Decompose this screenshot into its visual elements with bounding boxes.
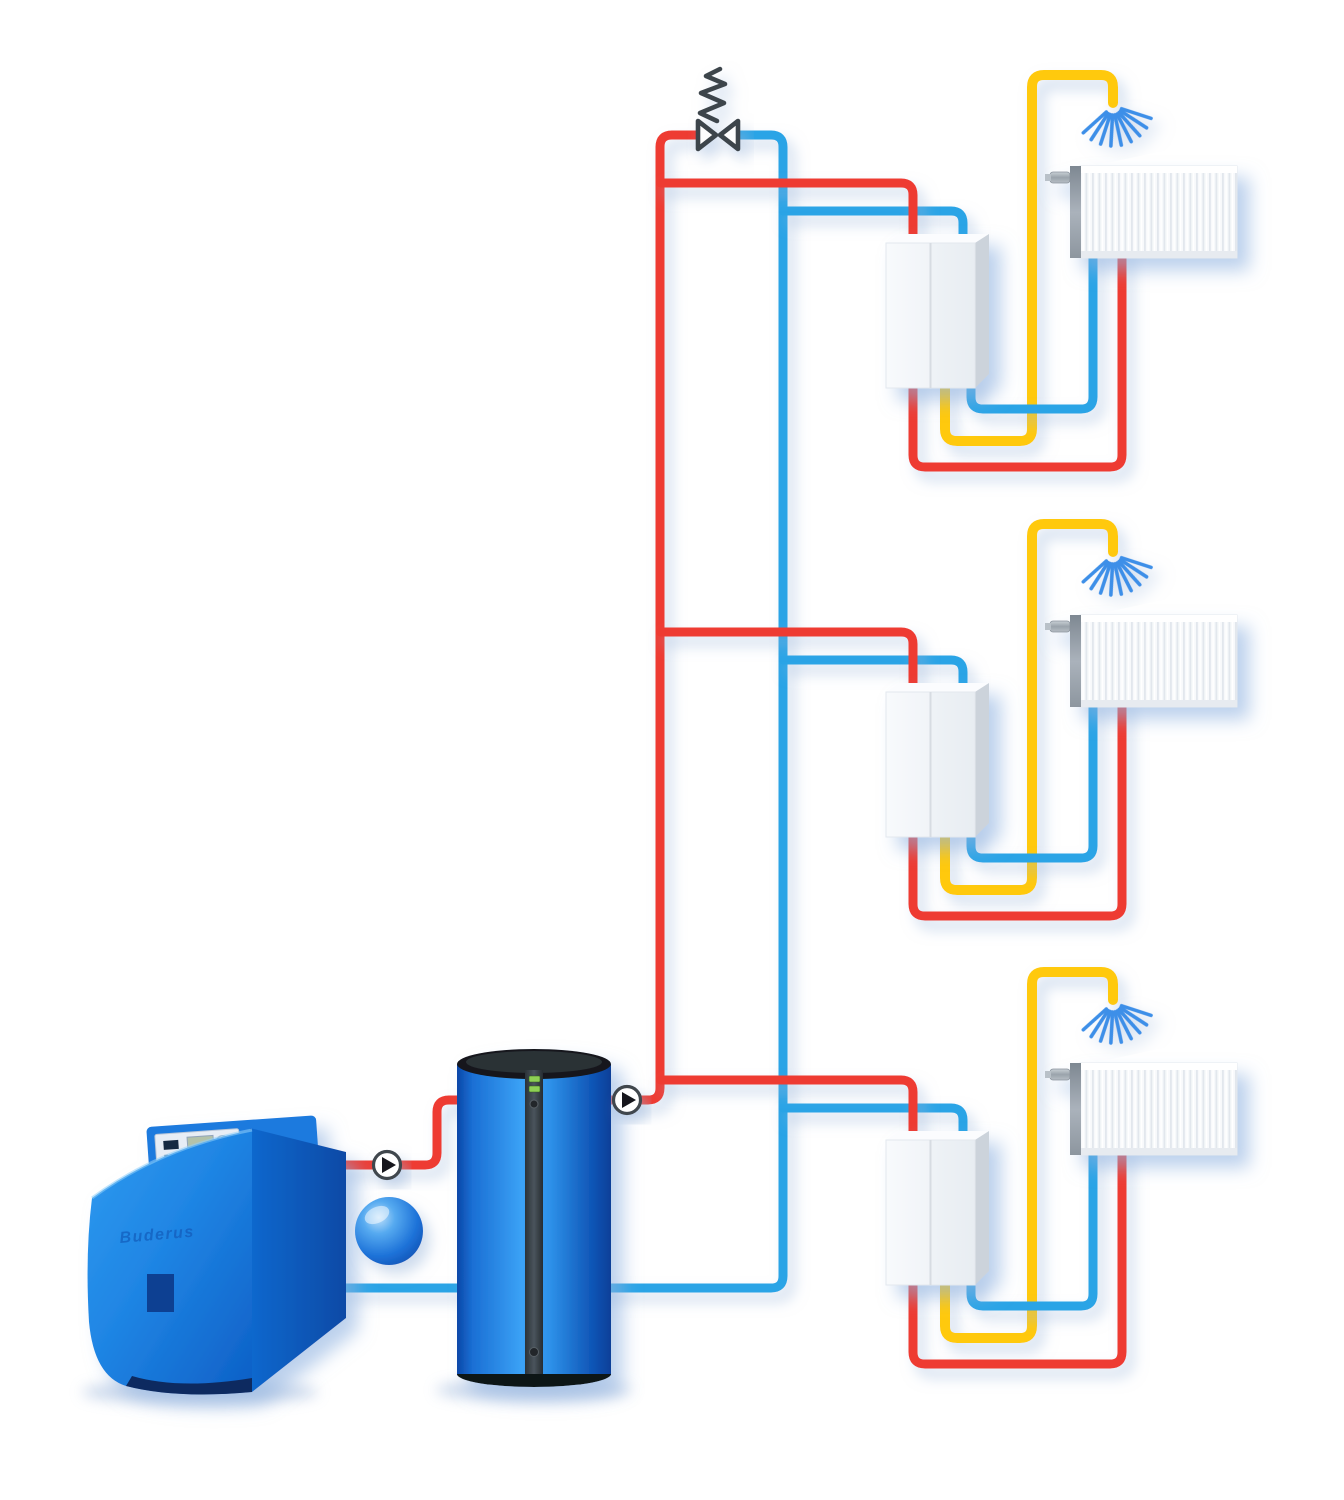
radiator-valve-tip — [1045, 1071, 1051, 1078]
panel-radiator — [1045, 1062, 1238, 1156]
radiator-end-cap — [1070, 1063, 1081, 1155]
boiler-front-panel — [87, 1130, 252, 1395]
flat-station — [885, 234, 989, 389]
dhw-shower-pipe — [940, 967, 1118, 1343]
tank-sensor-strip — [525, 1070, 543, 1374]
tank-sensor-port-bottom — [529, 1347, 539, 1357]
boiler-pump-icon — [371, 1149, 403, 1181]
radiator-body — [1079, 614, 1238, 708]
return-branch-pipe — [778, 1103, 968, 1154]
brand-label: Buderus — [119, 1223, 196, 1247]
shower-spray — [1081, 1003, 1153, 1045]
radiator-flow-pipe — [908, 694, 1127, 921]
radiator-valve-tip — [1045, 623, 1051, 630]
boiler: Buderus — [87, 1115, 346, 1395]
radiator-valve-icon — [1049, 171, 1071, 184]
radiator-top-edge — [1080, 1063, 1237, 1070]
tank-top-cap-inner — [466, 1051, 602, 1073]
tank-led-indicator-1 — [528, 1075, 541, 1083]
radiator-valve-icon — [1049, 1068, 1071, 1081]
boiler-flow-pipe — [338, 1095, 467, 1170]
return-branch-pipe — [778, 655, 968, 706]
radiator-top-edge — [1080, 166, 1237, 173]
flow-riser-pipe — [338, 130, 701, 1170]
panel-radiator — [1045, 614, 1238, 708]
valve-body-right — [717, 118, 741, 152]
boiler-side-panel — [250, 1128, 346, 1392]
radiator-bottom-edge — [1080, 251, 1237, 258]
boiler-top-highlight — [91, 1128, 253, 1200]
radiator-valve-icon — [1049, 620, 1071, 633]
dhw-shower-pipe — [940, 519, 1118, 895]
radiator-flow-pipe — [908, 1142, 1127, 1369]
dhw-shower-pipe — [940, 70, 1118, 446]
flow-branch-pipe — [655, 178, 918, 257]
shower-spray — [1081, 555, 1153, 597]
valve-body-left — [695, 118, 719, 152]
tank-sensor-port-top — [529, 1099, 539, 1109]
flow-riser — [603, 130, 701, 1105]
heating-pump-icon — [611, 1084, 643, 1116]
burner-door — [147, 1274, 174, 1312]
radiator-bottom-edge — [1080, 700, 1237, 707]
flat-station-side — [975, 234, 989, 388]
shower-spray — [1081, 106, 1153, 148]
radiator-end-cap — [1070, 615, 1081, 707]
radiator-return-pipe — [966, 245, 1098, 414]
radiator-bottom-edge — [1080, 1148, 1237, 1155]
return-branch-pipe — [778, 206, 968, 257]
flat-station-top — [886, 234, 989, 243]
floor-unit-middle — [655, 519, 1238, 921]
floor-unit-top — [655, 70, 1238, 472]
control-display — [163, 1139, 179, 1150]
radiator-return-pipe — [966, 694, 1098, 863]
valve-spring — [697, 66, 728, 124]
flow-branch-pipe — [655, 1075, 918, 1154]
flat-station — [885, 1131, 989, 1286]
safety-valve-icon — [695, 66, 741, 152]
tank-led-indicator-2 — [528, 1085, 541, 1093]
radiator-body — [1079, 165, 1238, 259]
flow-branch-pipe — [655, 627, 918, 706]
buffer-tank — [457, 1049, 611, 1387]
flat-station — [885, 683, 989, 838]
flat-station-side — [975, 1131, 989, 1285]
tank-ground-shadow — [436, 1379, 632, 1401]
floor-unit-bottom — [655, 967, 1238, 1369]
panel-radiator — [1045, 165, 1238, 259]
flat-station-top — [886, 683, 989, 692]
radiator-valve-tip — [1045, 174, 1051, 181]
flat-station-side — [975, 683, 989, 837]
flat-station-top — [886, 1131, 989, 1140]
radiator-return-pipe — [966, 1142, 1098, 1311]
expansion-vessel-highlight — [364, 1205, 390, 1225]
radiator-body — [1079, 1062, 1238, 1156]
radiator-top-edge — [1080, 615, 1237, 622]
radiator-end-cap — [1070, 166, 1081, 258]
boiler-base — [126, 1376, 252, 1395]
expansion-vessel — [355, 1197, 423, 1265]
expansion-vessel-sphere — [355, 1197, 423, 1265]
radiator-flow-pipe — [908, 245, 1127, 472]
return-riser — [338, 130, 788, 1293]
